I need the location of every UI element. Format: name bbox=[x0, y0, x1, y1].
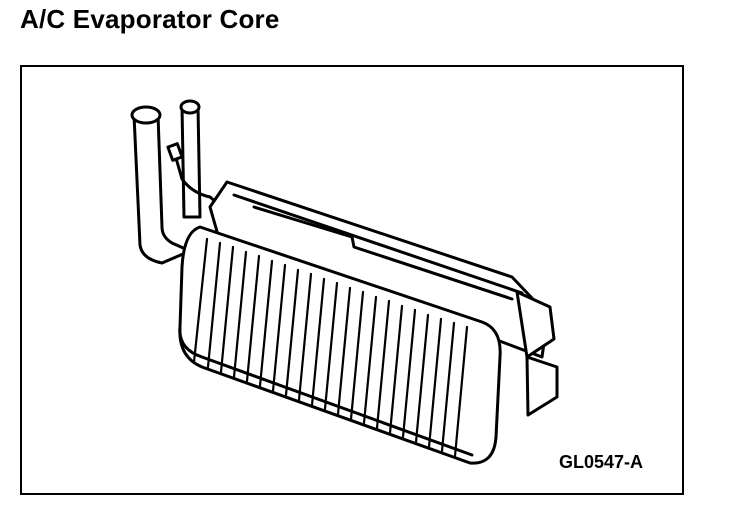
evaporator-core-icon bbox=[130, 99, 559, 465]
end-plate-upper bbox=[515, 290, 556, 359]
core-body-lower bbox=[178, 325, 474, 457]
outlet-tube-opening bbox=[179, 99, 201, 115]
end-plate-lower bbox=[525, 355, 559, 417]
inlet-tube-opening bbox=[130, 105, 162, 125]
outlet-tube bbox=[180, 105, 202, 219]
figure-frame: GL0547-A bbox=[20, 65, 684, 495]
sensor-bulb bbox=[166, 142, 184, 162]
sensor-wire bbox=[172, 149, 224, 209]
header-manifold bbox=[208, 180, 550, 359]
figure-code: GL0547-A bbox=[559, 452, 644, 472]
inlet-tube bbox=[132, 113, 192, 265]
page-title: A/C Evaporator Core bbox=[20, 4, 280, 34]
